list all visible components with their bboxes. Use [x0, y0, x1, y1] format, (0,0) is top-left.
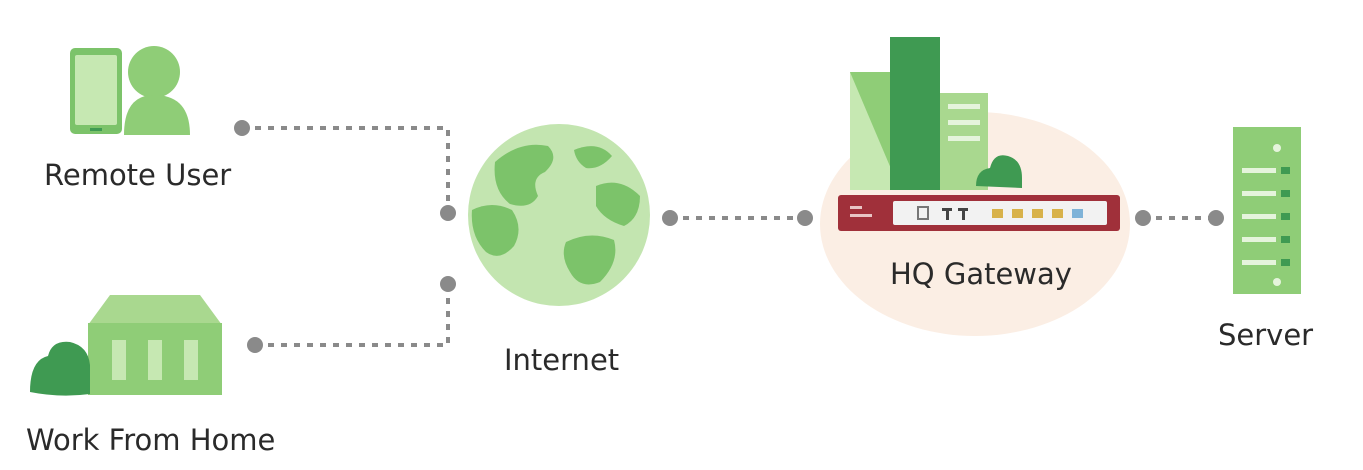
- hq-gateway-label: HQ Gateway: [890, 257, 1072, 291]
- internet-label: Internet: [504, 343, 620, 377]
- server-label: Server: [1218, 318, 1314, 352]
- connector-work-from-home-internet: [255, 284, 450, 347]
- connector-dot: [797, 210, 813, 226]
- remote-user-label: Remote User: [44, 158, 232, 192]
- connector-dot: [440, 276, 456, 292]
- connectors: [242, 126, 1216, 347]
- connector-dot: [662, 210, 678, 226]
- connector-dot: [440, 205, 456, 221]
- connector-dot: [234, 120, 250, 136]
- connector-dot: [1135, 210, 1151, 226]
- buildings-and-firewall-icon: [820, 37, 1130, 336]
- house-with-tree-icon: [30, 295, 222, 396]
- connector-remote-user-internet: [242, 126, 450, 212]
- work-from-home-label: Work From Home: [26, 423, 276, 457]
- connector-dot: [1208, 210, 1224, 226]
- connector-dots: [234, 120, 1224, 353]
- phone-and-person-icon: [70, 46, 190, 135]
- globe-icon: [468, 124, 650, 306]
- connector-dot: [247, 337, 263, 353]
- server-rack-icon: [1233, 127, 1301, 294]
